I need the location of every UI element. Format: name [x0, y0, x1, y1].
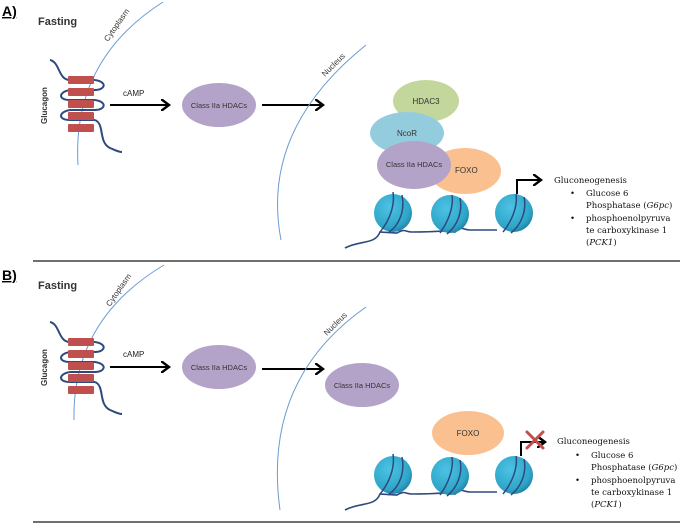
- foxo-b: [432, 411, 504, 455]
- cell-membrane-b: [73, 264, 165, 421]
- gene-1-name-b: Glucose 6: [591, 451, 633, 461]
- output-title-a: Gluconeogenesis: [554, 176, 627, 186]
- transcription-arrow-a: [516, 180, 540, 194]
- gene-2-name-a: phosphoenolpyruva: [586, 214, 670, 224]
- gene-2-name-b: phosphoenolpyruva: [591, 476, 675, 486]
- nucleosome-b-2: [431, 456, 469, 497]
- class2a-hdac-nucleus-label-a: Class IIa HDACs: [386, 160, 443, 169]
- blocked-x-icon: [525, 430, 545, 450]
- receptor-label-a: Glucagon: [40, 87, 49, 124]
- panel-label-a: A): [2, 3, 17, 19]
- nucleosome-b-1: [374, 453, 412, 496]
- foxo-label-b: FOXO: [457, 429, 480, 438]
- dna-strand-a: [344, 227, 497, 249]
- nuclear-membrane-b: [276, 306, 367, 511]
- gene-1-line2-b: Phosphatase (G6pc): [591, 462, 677, 473]
- dna-strand-b: [344, 489, 497, 511]
- hdac3-label-a: HDAC3: [412, 97, 440, 106]
- class2a-hdac-cytoplasm-label-b: Class IIa HDACs: [191, 363, 248, 372]
- class2a-hdac-cytoplasm-b: [182, 345, 256, 389]
- gene-list-a: • Glucose 6 Phosphatase (G6pc) • phospho…: [570, 189, 672, 248]
- class2a-hdac-cytoplasm-a: [182, 83, 256, 127]
- hdac3-a: [393, 80, 459, 122]
- condition-label-a: Fasting: [38, 16, 77, 28]
- glucagon-receptor-a: [68, 76, 94, 132]
- nucleosome-a-3: [495, 193, 533, 234]
- nucleosome-b-3: [495, 455, 533, 496]
- cell-membrane-a: [77, 1, 164, 166]
- gene-1-line2-a: Phosphatase (G6pc): [586, 200, 672, 211]
- output-title-b: Gluconeogenesis: [557, 437, 630, 447]
- gene-2-line3-a: (PCK1): [586, 237, 617, 248]
- ncor-label-a: NcoR: [397, 129, 417, 138]
- class2a-hdac-nucleus-b: [325, 363, 399, 407]
- nuclear-membrane-a: [277, 44, 367, 241]
- svg-text:•: •: [570, 189, 575, 199]
- svg-text:•: •: [575, 476, 580, 486]
- condition-label-b: Fasting: [38, 280, 77, 292]
- messenger-label-b: cAMP: [123, 350, 144, 359]
- panel-label-b: B): [2, 267, 17, 283]
- class2a-hdac-nucleus-label-b: Class IIa HDACs: [334, 381, 391, 390]
- gene-list-b: • Glucose 6 Phosphatase (G6pc) • phospho…: [575, 451, 677, 510]
- foxo-label-a: FOXO: [455, 166, 478, 175]
- gene-2-line2-a: te carboxykinase 1: [586, 226, 667, 236]
- panel-a: A) Fasting Cytoplasm Glucagon cAMP Class…: [2, 1, 672, 249]
- class2a-hdac-cytoplasm-label-a: Class IIa HDACs: [191, 101, 248, 110]
- receptor-label-b: Glucagon: [40, 349, 49, 386]
- gene-1-name-a: Glucose 6: [586, 189, 628, 199]
- class2a-hdac-nucleus-a: [377, 141, 451, 189]
- glucagon-receptor-b: [68, 338, 94, 394]
- cytoplasm-label-a: Cytoplasm: [102, 7, 131, 43]
- svg-text:•: •: [570, 214, 575, 224]
- gene-2-line2-b: te carboxykinase 1: [591, 488, 672, 498]
- nucleosome-a-1: [374, 191, 412, 234]
- gene-2-line3-b: (PCK1): [591, 499, 622, 510]
- nucleosome-a-2: [431, 194, 469, 235]
- messenger-label-a: cAMP: [123, 89, 144, 98]
- svg-text:•: •: [575, 451, 580, 461]
- panel-b: B) Fasting Cytoplasm Glucagon cAMP Class…: [2, 264, 677, 511]
